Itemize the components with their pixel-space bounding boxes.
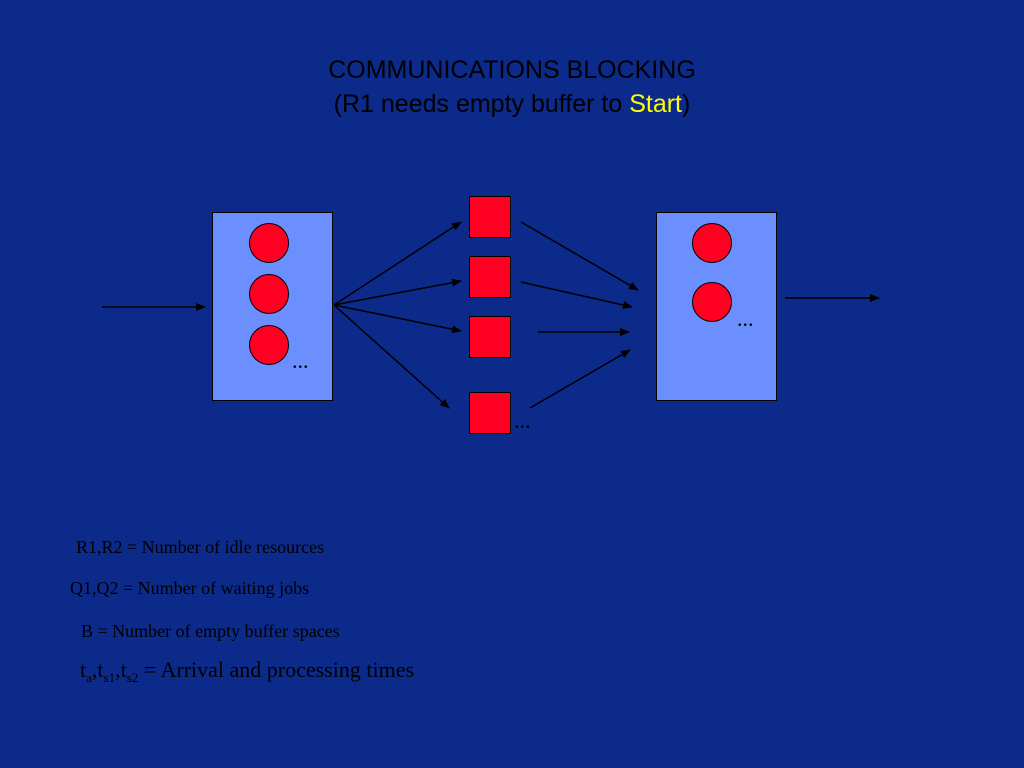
legend-times-t1: t (80, 657, 87, 682)
legend-times-rest: = Arrival and processing times (138, 657, 415, 682)
buffer-slot-2 (469, 256, 511, 298)
station-1-box (212, 212, 333, 401)
subtitle-highlight-start: Start (629, 90, 682, 118)
station-1-resource-1 (249, 223, 289, 263)
legend-times-sep1: , (91, 657, 98, 682)
arrow-buffer-1-to-station2 (520, 221, 639, 291)
station-1-ellipsis: ... (292, 348, 309, 373)
station-1-resource-3 (249, 325, 289, 365)
arrow-station1-to-buffer-3 (333, 304, 462, 334)
legend-times-sub-a: a (86, 670, 92, 685)
subtitle-prefix: (R1 needs empty buffer to (333, 90, 630, 118)
legend-resources: R1,R2 = Number of idle resources (76, 537, 325, 557)
buffer-ellipsis: ... (514, 408, 531, 433)
legend-times-sep2: , (115, 657, 121, 682)
slide-title: COMMUNICATIONS BLOCKING (328, 56, 696, 84)
arrow-buffer-2-to-station2 (520, 281, 633, 309)
legend-times-t2: t (97, 657, 104, 682)
slide-subtitle: (R1 needs empty buffer to Start) (0, 88, 1024, 120)
buffer-slot-1 (469, 196, 511, 238)
station-2-resource-1 (692, 223, 732, 263)
legend-times-t3: t (120, 657, 127, 682)
station-2-resource-2 (692, 282, 732, 322)
legend-waiting-jobs: Q1,Q2 = Number of waiting jobs (70, 578, 310, 598)
legend-buffer-spaces: B = Number of empty buffer spaces (81, 621, 340, 641)
arrow-station1-to-buffer-4 (333, 304, 450, 409)
arrow-station1-to-buffer-1 (333, 221, 462, 306)
legend-times-sub-s1: s1 (103, 670, 116, 685)
station-1-resource-2 (249, 274, 289, 314)
station-2-ellipsis: ... (737, 306, 754, 331)
subtitle-suffix: ) (682, 90, 691, 118)
arrow-buffer-4-to-station2 (529, 349, 631, 409)
buffer-slot-4 (469, 392, 511, 434)
legend-times-sub-s2: s2 (126, 670, 139, 685)
station-2-box (656, 212, 777, 401)
buffer-slot-3 (469, 316, 511, 358)
arrow-station1-to-buffer-2 (333, 278, 462, 306)
legend-times: ta,ts1,ts2 = Arrival and processing time… (80, 657, 414, 686)
